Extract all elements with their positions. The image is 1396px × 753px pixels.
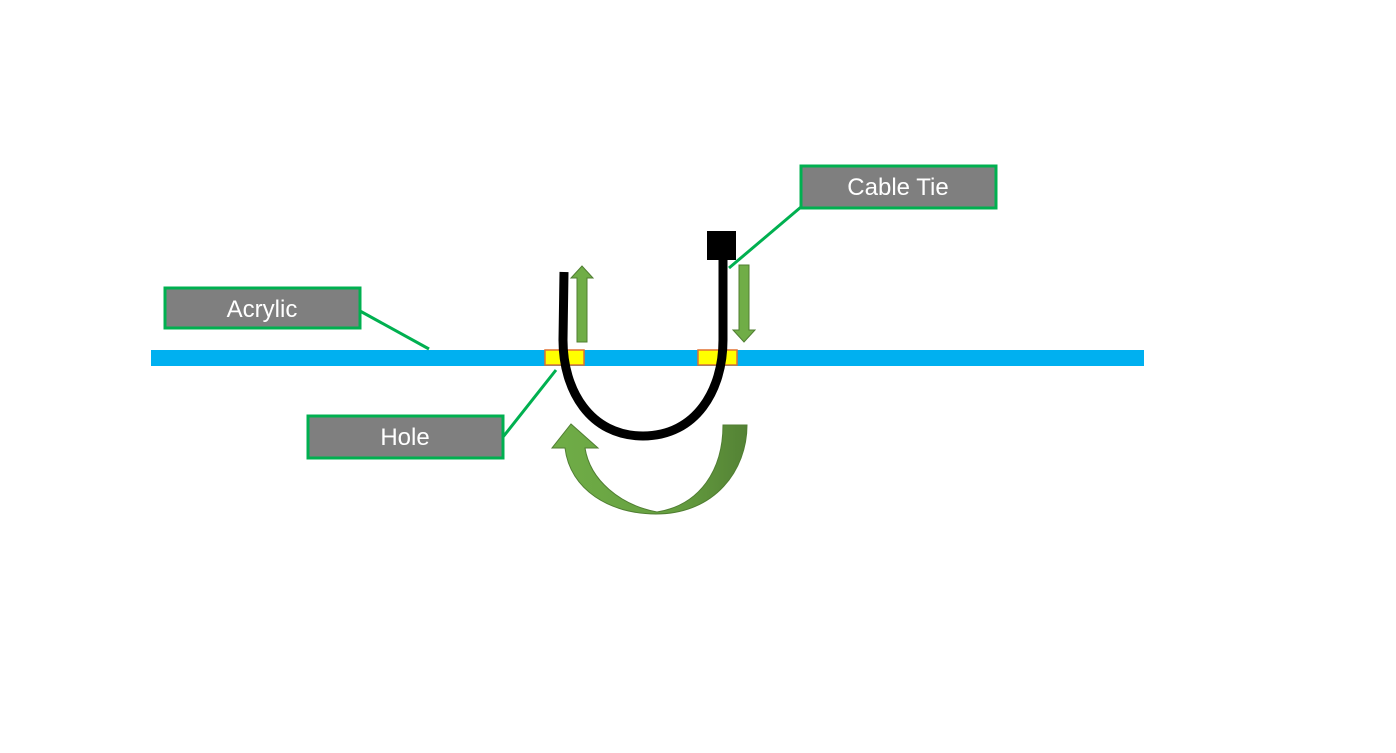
cable-tie-head: [707, 231, 736, 260]
acrylic-label-text: Acrylic: [227, 296, 298, 323]
cable-tie-leader-line: [728, 205, 802, 270]
acrylic-leader-line: [359, 309, 430, 351]
acrylic-label-box: [163, 286, 362, 330]
acrylic-sheet: [151, 350, 1144, 366]
up-arrow-icon: [569, 265, 595, 343]
hole-label: Hole: [306, 414, 505, 460]
cable-tie-label-box: [799, 164, 998, 210]
hole-label-text: Hole: [380, 424, 429, 451]
down-arrow-icon: [731, 264, 757, 343]
cable-tie: [558, 252, 728, 441]
cable-tie-label-text: Cable Tie: [847, 174, 948, 201]
hole-leader-line: [501, 369, 558, 438]
cable-tie-label: Cable Tie: [799, 164, 998, 210]
curved-arrow-icon: [550, 423, 748, 515]
acrylic-label: Acrylic: [163, 286, 362, 330]
hole-label-box: [306, 414, 505, 460]
